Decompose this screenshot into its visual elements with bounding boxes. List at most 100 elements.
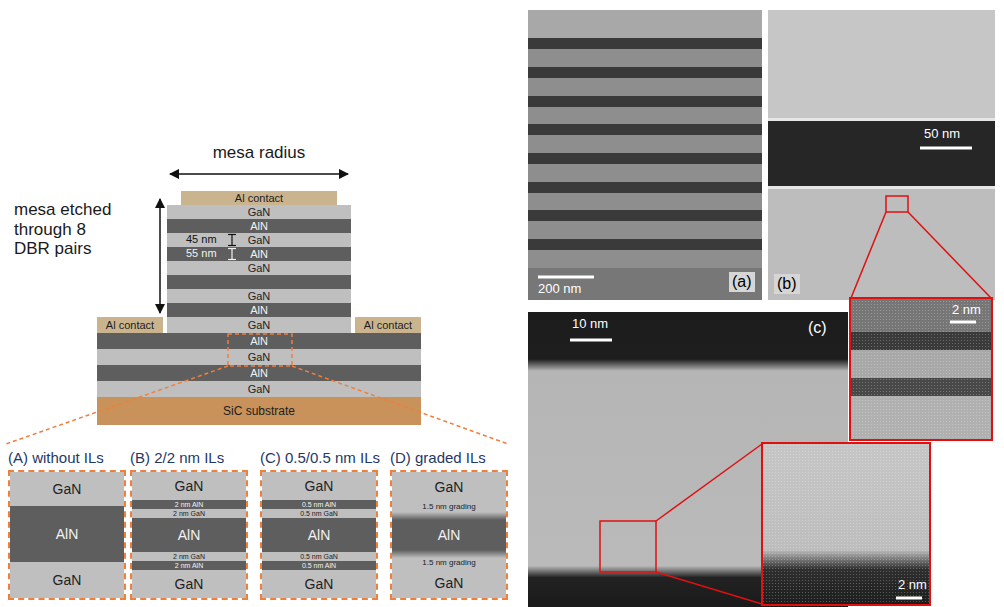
gan-layer: GaN — [132, 570, 246, 598]
aln-layer: 0.5 nm AlN — [262, 561, 376, 570]
layer-label: GaN — [248, 291, 271, 302]
annotation: mesa etched through 8 DBR pairs — [14, 200, 118, 259]
gan-layer: 2 nm GaN — [132, 509, 246, 518]
scale-bar — [950, 321, 976, 324]
gan-layer: GaN — [97, 349, 421, 365]
scale-bar-label: 200 nm — [538, 282, 581, 295]
layer-label: GaN — [305, 479, 334, 493]
gan-layer: 0.5 nm GaN — [262, 509, 376, 518]
zoom-marker — [886, 196, 908, 212]
aln-layer — [167, 275, 351, 289]
gan-layer: GaN — [97, 381, 421, 397]
aln-layer: 2 nm AlN — [132, 561, 246, 570]
layer-label: GaN — [248, 352, 271, 363]
aln-layer: AlN — [132, 518, 246, 552]
tem-background — [768, 10, 995, 300]
panel-letter: (c) — [808, 320, 827, 336]
layer-label: GaN — [248, 263, 271, 274]
layer-label: Al contact — [364, 320, 412, 331]
gan-layer: GaN — [262, 570, 376, 598]
detail-leader — [292, 366, 508, 444]
tem-band — [768, 118, 995, 121]
tem-zoom-c — [762, 443, 930, 605]
scale-bar — [538, 276, 594, 279]
al-contact: Al contact — [355, 317, 421, 333]
scale-bar-label: 50 nm — [924, 127, 960, 140]
tem-band — [768, 186, 995, 189]
tem-zoom-b — [850, 298, 992, 440]
layer-label: GaN — [435, 576, 464, 590]
tem-band — [768, 10, 995, 118]
grading-layer: 1.5 nm grading — [392, 550, 506, 568]
grading-layer: 1.5 nm grading — [392, 502, 506, 520]
zoom-frame — [850, 298, 992, 440]
tem-image-b — [768, 10, 995, 300]
aln-layer: AlN — [392, 520, 506, 550]
inset-box: (C) 0.5/0.5 nm ILsGaN0.5 nm AlN0.5 nm Ga… — [260, 470, 378, 600]
tem-band — [528, 10, 762, 38]
layer-label: GaN — [175, 577, 204, 591]
layer-label: GaN — [305, 577, 334, 591]
layer-label: 0.5 nm AlN — [302, 562, 336, 569]
aln-layer: AlN — [10, 506, 124, 562]
layer-label: 0.5 nm AlN — [302, 501, 336, 508]
layer-label: GaN — [248, 235, 271, 246]
gan-layer: GaN — [10, 472, 124, 506]
layer-label: AlN — [56, 527, 79, 541]
gan-layer: GaN — [262, 472, 376, 500]
layer-label: 1.5 nm grading — [422, 502, 475, 512]
al-contact: Al contact — [181, 191, 337, 205]
panel-letter: (b) — [774, 274, 800, 294]
scale-bar-label: 2 nm — [952, 303, 981, 316]
tem-band — [528, 38, 762, 49]
dimension-arrow — [159, 199, 161, 313]
inset-heading: (D) graded ILs — [390, 450, 486, 465]
al-contact: Al contact — [97, 317, 163, 333]
scale-bar — [570, 339, 612, 342]
dimension-arrow — [170, 173, 348, 175]
layer-label: GaN — [248, 207, 271, 218]
layer-label: AlN — [250, 336, 268, 347]
dimension-label: mesa radius — [196, 144, 322, 161]
lattice-texture — [762, 443, 930, 605]
gan-layer: 2 nm GaN — [132, 552, 246, 561]
gan-layer: GaN — [167, 289, 351, 303]
layer-label: GaN — [248, 320, 271, 331]
tem-band — [528, 67, 762, 78]
aln-layer: AlN — [97, 365, 421, 381]
gan-layer: GaN — [392, 472, 506, 502]
aln-layer: AlN — [167, 303, 351, 317]
aln-layer: AlN — [167, 219, 351, 233]
layer-label: AlN — [250, 249, 268, 260]
layer-label: 2 nm GaN — [173, 553, 205, 560]
tem-band — [528, 153, 762, 164]
layer-label: GaN — [248, 384, 271, 395]
zoom-leader — [656, 572, 762, 604]
inset-box: (B) 2/2 nm ILsGaN2 nm AlN2 nm GaNAlN2 nm… — [130, 470, 248, 600]
tem-band — [528, 96, 762, 107]
gan-layer: GaN — [132, 472, 246, 500]
zoom-leader — [908, 212, 991, 298]
gan-layer: GaN — [392, 568, 506, 598]
tem-band — [528, 268, 762, 300]
inset-heading: (B) 2/2 nm ILs — [130, 450, 224, 465]
inset-box: (A) without ILsGaNAlNGaN — [8, 470, 126, 600]
layer-label: Al contact — [235, 193, 283, 204]
gan-layer: 0.5 nm GaN — [262, 552, 376, 561]
layer-label: 2 nm AlN — [175, 562, 203, 569]
dimension-label: 45 nm — [186, 234, 217, 245]
gan-layer: GaN — [167, 317, 351, 333]
thickness-marker — [228, 235, 236, 246]
aln-layer: AlN — [97, 333, 421, 349]
tem-band — [528, 182, 762, 193]
detail-marker — [228, 334, 292, 366]
scale-bar-label: 10 nm — [572, 317, 608, 330]
zoom-marker — [600, 521, 656, 572]
scale-bar — [920, 147, 972, 150]
layer-label: 2 nm AlN — [175, 501, 203, 508]
tem-band — [528, 124, 762, 135]
layer-label: AlN — [308, 528, 331, 542]
